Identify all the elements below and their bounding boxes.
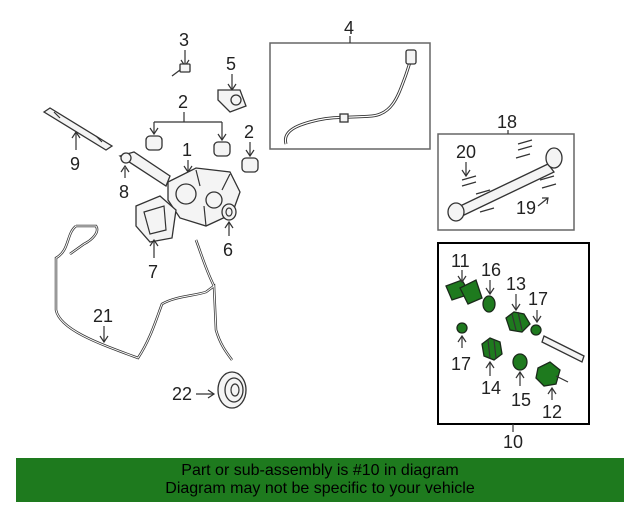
part-4-vent-hose[interactable] [283,49,417,145]
banner-line-1: Part or sub-assembly is #10 in diagram [181,462,459,479]
callout-12: 12 [542,402,562,422]
info-banner: Part or sub-assembly is #10 in diagram D… [16,458,624,502]
callout-10: 10 [503,432,523,452]
callout-21: 21 [93,306,113,326]
banner-line-2: Diagram may not be specific to your vehi… [165,480,475,497]
callout-15: 15 [511,390,531,410]
callout-11: 11 [451,251,470,271]
part-21-line[interactable] [54,224,234,361]
callout-4: 4 [344,18,354,38]
part-6-seal[interactable] [221,203,237,221]
part-2-bushing-left[interactable] [145,135,163,151]
callout-17-right: 17 [528,289,548,309]
callout-22: 22 [172,384,192,404]
part-9-shaft[interactable] [42,107,114,151]
callout-2-bracket [149,112,227,142]
part-11-cv-joint[interactable] [445,279,483,305]
callout-16: 16 [481,260,501,280]
callout-8: 8 [119,182,129,202]
part-22-bearing[interactable] [217,371,247,409]
callout-5: 5 [226,54,236,74]
part-20-bolts[interactable] [461,175,495,213]
callout-6: 6 [223,240,233,260]
callout-18: 18 [497,112,517,132]
part-16-clamp[interactable] [482,295,496,313]
callout-20: 20 [456,142,476,162]
part-18-box [437,133,575,231]
part-12-cv-joint[interactable] [535,361,569,387]
part-15-clamp[interactable] [512,353,528,371]
part-17-clamp-left[interactable] [456,322,468,334]
part-18-drive-shaft[interactable] [447,147,563,222]
callout-13: 13 [506,274,526,294]
callout-19: 19 [516,198,536,218]
part-2-bushing-side[interactable] [241,142,259,173]
callout-3: 3 [179,30,189,50]
part-5-bracket[interactable] [217,74,247,113]
callout-1: 1 [182,140,192,160]
callout-17-left: 17 [451,354,471,374]
part-3-bolt[interactable] [171,50,191,77]
part-8-arm[interactable] [118,151,171,187]
callout-2-top: 2 [178,92,188,112]
part-2-bushing-right[interactable] [213,141,231,157]
callout-9: 9 [70,154,80,174]
part-7-cover[interactable] [135,195,177,243]
callout-14: 14 [481,378,501,398]
part-14-boot[interactable] [481,337,503,361]
part-axle-shaft[interactable] [541,335,585,363]
part-19-bolts[interactable] [515,139,557,189]
part-17-clamp-right[interactable] [530,324,542,336]
callout-7: 7 [148,262,158,282]
callout-2-side: 2 [244,122,254,142]
part-13-boot[interactable] [505,311,531,333]
